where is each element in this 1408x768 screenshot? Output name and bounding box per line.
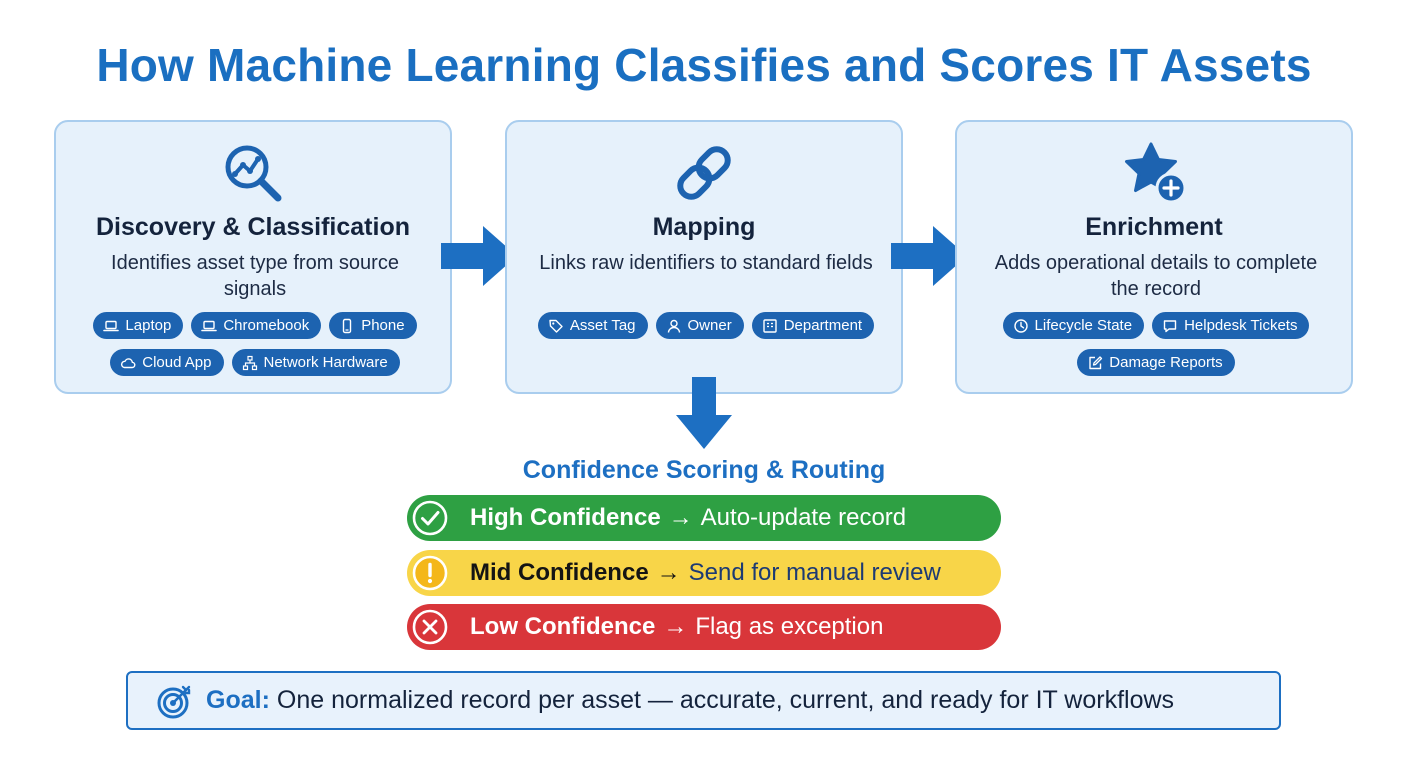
check-circle-icon — [411, 499, 449, 537]
tag-label: Department — [783, 317, 863, 334]
tag-label: Owner — [687, 317, 732, 334]
stage-card-discovery: Discovery & Classification Identifies as… — [54, 120, 452, 394]
tag-list: Laptop Chromebook Phone Cloud App Networ… — [66, 312, 444, 376]
tag-label: Phone — [361, 317, 405, 334]
arrow-label: → — [656, 559, 681, 586]
user-icon — [667, 319, 680, 333]
x-circle-icon — [411, 608, 449, 646]
tag-asset-tag: Asset Tag — [537, 312, 648, 339]
confidence-action: Send for manual review — [688, 559, 941, 586]
goal-label: Goal: — [206, 686, 270, 714]
tag-owner: Owner — [655, 312, 744, 339]
star-plus-icon — [957, 140, 1351, 204]
goal-banner: Goal: One normalized record per asset — … — [126, 671, 1281, 730]
magnifier-chart-icon — [56, 140, 450, 204]
scoring-title: Confidence Scoring & Routing — [522, 456, 886, 484]
warning-circle-icon — [411, 554, 449, 592]
target-icon — [156, 684, 192, 720]
goal-text: One normalized record per asset — accura… — [276, 686, 1175, 714]
tag-label: Damage Reports — [1109, 354, 1223, 371]
arrow-right-icon — [891, 226, 967, 286]
building-icon — [763, 318, 777, 333]
tag-label: Laptop — [125, 317, 172, 334]
confidence-high-row: High Confidence → Auto-update record — [407, 495, 1001, 541]
clock-icon — [1013, 318, 1028, 333]
confidence-action: Auto-update record — [700, 504, 907, 531]
edit-icon — [1089, 355, 1103, 369]
tag-laptop: Laptop — [93, 312, 184, 339]
cloud-icon — [121, 357, 136, 368]
tag-phone: Phone — [329, 312, 417, 339]
tag-department: Department — [751, 312, 875, 339]
stage-card-mapping: Mapping Links raw identifiers to standar… — [505, 120, 903, 394]
tag-cloud-app: Cloud App — [110, 349, 224, 376]
tag-label: Cloud App — [142, 354, 212, 371]
arrow-right-icon — [441, 226, 517, 286]
tag-list: Lifecycle State Helpdesk Tickets Damage … — [967, 312, 1345, 376]
stage-title: Mapping — [652, 213, 756, 241]
tag-label: Helpdesk Tickets — [1184, 317, 1298, 334]
tag-damage-reports: Damage Reports — [1077, 349, 1235, 376]
confidence-level: Low Confidence — [470, 613, 656, 640]
stage-card-enrichment: Enrichment Adds operational details to c… — [955, 120, 1353, 394]
tag-icon — [549, 319, 563, 333]
tag-helpdesk-tickets: Helpdesk Tickets — [1152, 312, 1310, 339]
arrow-down-icon — [676, 377, 732, 449]
tag-label: Asset Tag — [569, 317, 636, 334]
arrow-label: → — [668, 504, 693, 531]
stage-title: Enrichment — [1085, 213, 1223, 241]
stage-description: Identifies asset type from source signal… — [111, 252, 399, 300]
tag-label: Chromebook — [223, 317, 310, 334]
stage-description: Links raw identifiers to standard fields — [539, 252, 873, 274]
chat-icon — [1163, 319, 1177, 332]
confidence-action: Flag as exception — [695, 613, 884, 640]
tag-list: Asset Tag Owner Department — [517, 312, 895, 339]
tag-network-hardware: Network Hardware — [231, 349, 400, 376]
stage-title: Discovery & Classification — [95, 213, 410, 241]
tag-lifecycle-state: Lifecycle State — [1002, 312, 1145, 339]
network-icon — [242, 355, 257, 370]
laptop-icon — [103, 320, 120, 331]
arrow-label: → — [663, 613, 688, 640]
confidence-level: High Confidence — [470, 504, 661, 531]
page-title: How Machine Learning Classifies and Scor… — [96, 39, 1312, 91]
tag-label: Lifecycle State — [1034, 317, 1133, 334]
phone-icon — [343, 318, 352, 333]
tag-label: Network Hardware — [263, 354, 388, 371]
link-icon — [507, 140, 901, 204]
tag-chromebook: Chromebook — [191, 312, 322, 339]
laptop-icon — [201, 320, 218, 331]
confidence-level: Mid Confidence — [470, 559, 649, 586]
confidence-low-row: Low Confidence → Flag as exception — [407, 604, 1001, 650]
confidence-mid-row: Mid Confidence → Send for manual review — [407, 550, 1001, 596]
stage-description: Adds operational details to complete the… — [994, 252, 1318, 300]
